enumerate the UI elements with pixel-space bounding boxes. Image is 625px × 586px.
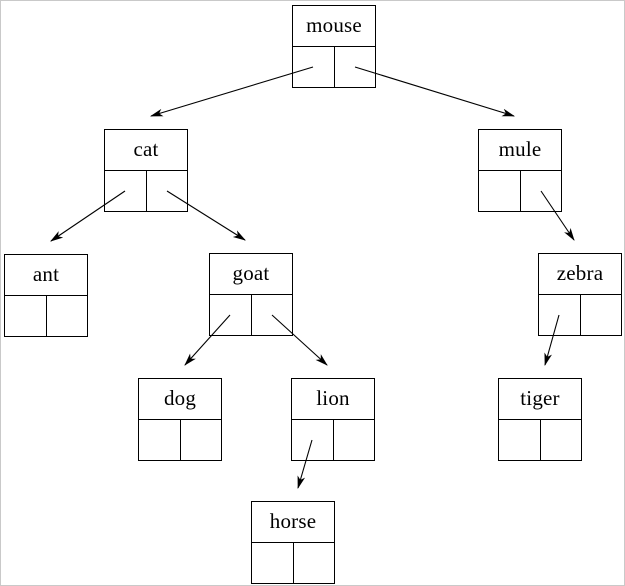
tree-node-ant: ant [4,254,88,337]
node-label: horse [252,502,334,543]
right-pointer-cell [581,295,622,336]
tree-node-mouse: mouse [292,5,376,88]
tree-node-mule: mule [478,129,562,212]
right-pointer-cell [335,47,376,88]
node-label: mule [479,130,561,171]
left-pointer-cell [479,170,521,211]
pointer-cells [479,170,562,212]
edge-mouse-left-to-cat [149,66,314,117]
right-pointer-cell [47,296,88,337]
left-pointer-cell [210,294,252,335]
left-pointer-cell [139,419,181,460]
tree-node-lion: lion [291,378,375,461]
node-label: cat [105,130,187,171]
node-label: mouse [293,6,375,47]
pointer-cells [5,295,88,337]
pointer-cells [539,294,622,336]
pointer-cells [252,542,335,584]
right-pointer-cell [334,420,375,461]
pointer-cells [292,419,375,461]
node-label: ant [5,255,87,296]
pointer-cells [139,419,222,461]
left-pointer-cell [252,542,294,583]
node-label: tiger [499,379,581,420]
left-pointer-cell [5,295,47,336]
right-pointer-cell [252,295,293,336]
tree-node-zebra: zebra [538,253,622,336]
node-label: goat [210,254,292,295]
tree-node-goat: goat [209,253,293,336]
tree-node-dog: dog [138,378,222,461]
pointer-cells [105,170,188,212]
pointer-cells [293,46,376,88]
right-pointer-cell [541,420,582,461]
node-label: zebra [539,254,621,295]
tree-node-horse: horse [251,501,335,584]
node-label: lion [292,379,374,420]
edge-mouse-right-to-mule [354,66,516,117]
tree-node-cat: cat [104,129,188,212]
right-pointer-cell [147,171,188,212]
tree-node-tiger: tiger [498,378,582,461]
left-pointer-cell [293,46,335,87]
pointer-cells [210,294,293,336]
right-pointer-cell [181,420,222,461]
right-pointer-cell [521,171,562,212]
left-pointer-cell [499,419,541,460]
left-pointer-cell [105,170,147,211]
left-pointer-cell [292,419,334,460]
pointer-cells [499,419,582,461]
right-pointer-cell [294,543,335,584]
node-label: dog [139,379,221,420]
left-pointer-cell [539,294,581,335]
